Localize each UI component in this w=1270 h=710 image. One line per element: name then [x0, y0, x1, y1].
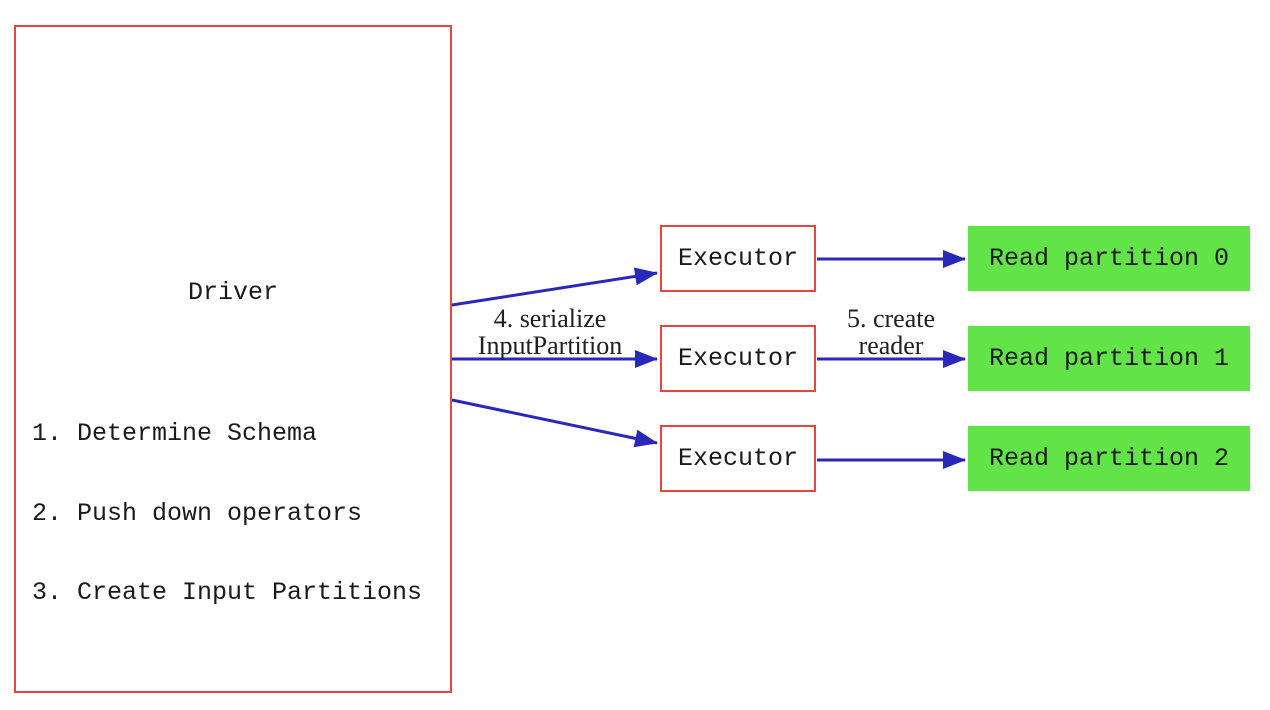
driver-step-3: 3. Create Input Partitions [32, 578, 423, 607]
edge-label-reader-line2: reader [858, 331, 924, 360]
driver-title: Driver [187, 278, 278, 307]
driver-box: Driver 1. Determine Schema 2. Push down … [14, 25, 452, 693]
arrow-driver-to-executor-0 [451, 267, 658, 307]
read-partition-box-0: Read partition 0 [968, 226, 1250, 291]
read-partition-label-0: Read partition 0 [988, 244, 1230, 273]
driver-step-1: 1. Determine Schema [32, 419, 318, 448]
executor-box-0: Executor [660, 225, 816, 292]
executor-label-1: Executor [677, 344, 799, 373]
edge-label-serialize-line1: 4. serialize [493, 304, 607, 333]
executor-label-2: Executor [677, 444, 799, 473]
executor-label-0: Executor [677, 244, 799, 273]
driver-step-2: 2. Push down operators [32, 498, 363, 528]
read-partition-box-1: Read partition 1 [968, 326, 1250, 391]
driver-steps: 1. Determine Schema 2. Push down operato… [32, 368, 422, 660]
edge-label-serialize-inputpartition: 4. serialize InputPartition [450, 305, 650, 359]
read-partition-box-2: Read partition 2 [968, 426, 1250, 491]
arrow-driver-to-executor-2 [451, 398, 658, 448]
executor-box-1: Executor [660, 325, 816, 392]
read-partition-label-1: Read partition 1 [988, 344, 1230, 373]
edge-label-reader-line1: 5. create [846, 304, 936, 333]
read-partition-label-2: Read partition 2 [988, 444, 1230, 473]
executor-box-2: Executor [660, 425, 816, 492]
edge-label-serialize-line2: InputPartition [477, 331, 623, 360]
edge-label-create-reader: 5. create reader [791, 305, 991, 359]
